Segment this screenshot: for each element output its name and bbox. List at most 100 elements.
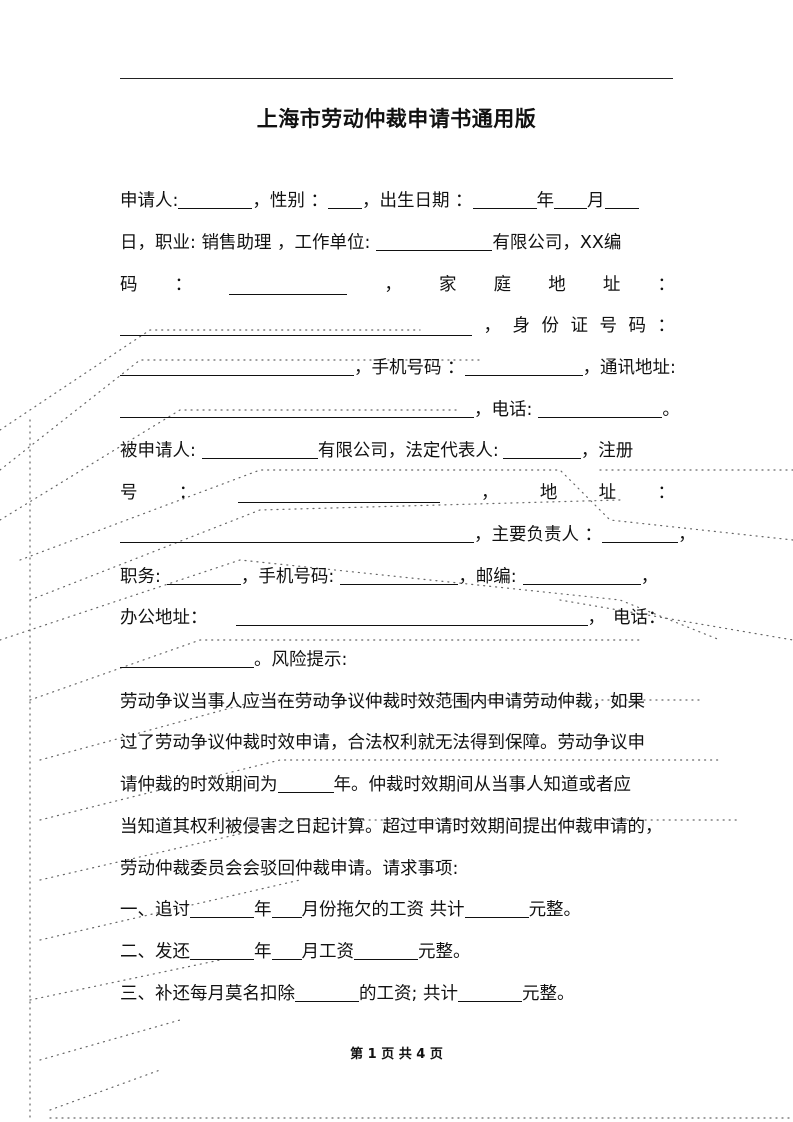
- request-text: 二、发还: [120, 942, 190, 962]
- label-phone: ，电话:: [474, 400, 533, 420]
- label-gender: ，性别 ：: [252, 191, 328, 211]
- label-address-2: 址: [598, 483, 617, 503]
- colon: ：: [174, 275, 193, 295]
- label-office-address: 办公地址：: [120, 608, 208, 628]
- blank-r2-year[interactable]: [190, 941, 254, 960]
- para-text: 请仲裁的时效期间为: [120, 775, 278, 795]
- request-3: 三、补还每月莫名扣除 的工资; 共计 元整。: [120, 982, 675, 1006]
- blank-mobile[interactable]: [464, 357, 583, 376]
- label-birthdate: ，出生日期 ：: [361, 191, 473, 211]
- blank-gender[interactable]: [327, 190, 362, 209]
- blank-r2-month[interactable]: [271, 941, 302, 960]
- request-text: 元整。: [521, 984, 575, 1004]
- label-respondent: 被申请人:: [120, 441, 196, 461]
- line-phone: ，电话: 。: [120, 398, 680, 422]
- request-text: 的工资; 共计: [359, 984, 458, 1004]
- comma: ，: [587, 608, 606, 628]
- blank-r1-year[interactable]: [190, 899, 254, 918]
- blank-respondent[interactable]: [201, 440, 318, 459]
- line-respondent: 被申请人:有限公司，法定代表人:，注册: [120, 439, 675, 463]
- blank-birth-year[interactable]: [472, 190, 537, 209]
- colon: ：: [178, 483, 197, 503]
- blank-code[interactable]: [229, 276, 348, 295]
- blank-mail-address[interactable]: [120, 399, 474, 418]
- label-office-phone: 电话：: [613, 608, 666, 628]
- line-risk: 。风险提示:: [120, 648, 675, 672]
- request-text: 三、补还每月莫名扣除: [120, 984, 295, 1004]
- blank-workplace[interactable]: [376, 232, 493, 251]
- colon: ：: [657, 316, 676, 336]
- para-line-5: 劳动仲裁委员会会驳回仲裁申请。请求事项:: [120, 859, 459, 879]
- label-mail-address: ，通讯地址:: [582, 358, 676, 378]
- blank-r2-amount[interactable]: [354, 941, 418, 960]
- blank-phone[interactable]: [538, 399, 663, 418]
- blank-principal[interactable]: [602, 524, 679, 543]
- request-text: 元整。: [418, 942, 471, 962]
- blank-reg-number[interactable]: [237, 484, 440, 503]
- label-id-4: 号: [599, 316, 618, 336]
- line-reg-number: 号 ： ， 地 址 ：: [120, 481, 675, 505]
- label-position: 职务:: [120, 567, 161, 587]
- line-applicant: 申请人: ，性别 ： ，出生日期 ： 年 月: [120, 189, 675, 213]
- request-text: 元整。: [528, 900, 582, 920]
- label-code: 码: [120, 275, 138, 295]
- label-id-3: 证: [570, 316, 589, 336]
- line-mobile: ，手机号码 ：，通讯地址:: [120, 356, 676, 380]
- line-position: 职务: ，手机号码: ，邮编: ，: [120, 565, 675, 589]
- label-applicant: 申请人:: [120, 191, 179, 211]
- label-legal-rep: 有限公司，法定代表人:: [317, 441, 499, 461]
- blank-legal-rep[interactable]: [502, 440, 581, 459]
- para-line-3: 请仲裁的时效期间为 年。仲裁时效期间从当事人知道或者应: [120, 773, 675, 797]
- blank-birth-month[interactable]: [554, 190, 588, 209]
- comma: ，: [678, 525, 696, 545]
- blank-office-phone[interactable]: [120, 649, 254, 668]
- request-1: 一、追讨年月份拖欠的工资 共计元整。: [120, 898, 675, 922]
- label-mobile-2: ，手机号码:: [240, 567, 335, 587]
- blank-postcode[interactable]: [522, 566, 641, 585]
- label-number: 号: [120, 483, 138, 503]
- label-home-address-2: 庭: [493, 275, 512, 295]
- comma: ，: [640, 567, 659, 587]
- page-footer: 第 1 页 共 4 页: [350, 1047, 443, 1062]
- comma: ，: [483, 316, 502, 336]
- label-address-1: 地: [539, 483, 558, 503]
- blank-office-address[interactable]: [235, 607, 588, 626]
- label-home-address-1: 家: [439, 275, 457, 295]
- label-occupation-workplace: 日，职业: 销售助理 ，工作单位:: [120, 233, 371, 253]
- comma: ，: [384, 275, 402, 295]
- blank-mobile-2[interactable]: [340, 566, 459, 585]
- label-home-address-4: 址: [602, 275, 621, 295]
- top-rule: [120, 78, 673, 79]
- label-id-1: 身: [512, 316, 531, 336]
- para-line-2: 过了劳动争议仲裁时效申请，合法权利就无法得到保障。劳动争议申: [120, 733, 645, 753]
- blank-birth-day[interactable]: [604, 190, 639, 209]
- blank-r3-deduction[interactable]: [295, 983, 359, 1002]
- blank-r1-month[interactable]: [271, 899, 302, 918]
- comma: ，: [480, 483, 499, 503]
- period: 。: [662, 400, 680, 420]
- blank-limit-years[interactable]: [277, 774, 334, 793]
- label-id-2: 份: [541, 316, 560, 336]
- label-principal: ，主要负责人 ：: [474, 525, 603, 545]
- colon: ：: [657, 483, 675, 503]
- label-postcode: ，邮编:: [458, 567, 517, 587]
- blank-applicant-name[interactable]: [178, 190, 253, 209]
- blank-id-number[interactable]: [120, 357, 354, 376]
- line-occupation: 日，职业: 销售助理 ，工作单位: 有限公司，XX编: [120, 231, 675, 255]
- label-id-5: 码: [628, 316, 647, 336]
- blank-position[interactable]: [166, 566, 241, 585]
- label-company-code: 有限公司，XX编: [492, 233, 622, 253]
- label-year: 年: [536, 191, 555, 211]
- para-text: 年。仲裁时效期间从当事人知道或者应: [333, 775, 632, 795]
- label-month: 月: [587, 191, 605, 211]
- blank-r3-amount[interactable]: [457, 983, 522, 1002]
- line-code-address: 码 ： ， 家 庭 地 址 ：: [120, 273, 675, 297]
- request-text: 年: [254, 942, 272, 962]
- para-line-1: 劳动争议当事人应当在劳动争议仲裁时效范围内申请劳动仲裁，如果: [120, 692, 645, 712]
- document-title: 上海市劳动仲裁申请书通用版: [256, 107, 537, 131]
- blank-r1-amount[interactable]: [464, 899, 529, 918]
- colon: ：: [657, 275, 676, 295]
- line-office: 办公地址： ， 电话：: [120, 606, 675, 630]
- blank-respondent-address[interactable]: [120, 524, 474, 543]
- blank-home-address[interactable]: [120, 317, 472, 336]
